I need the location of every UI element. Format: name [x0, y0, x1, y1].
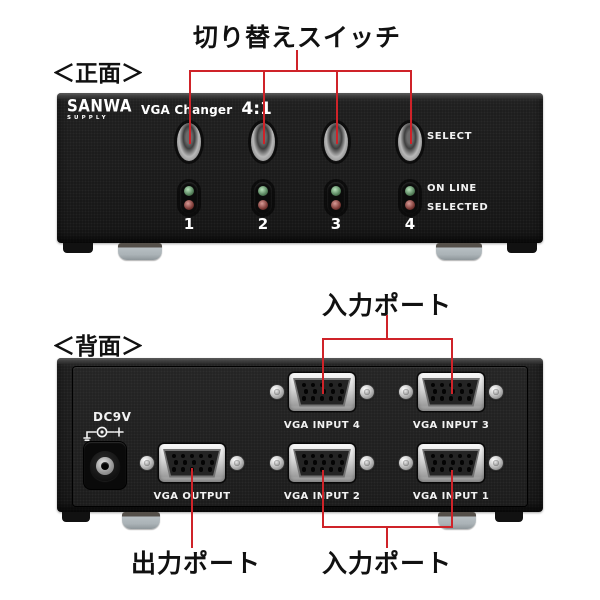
selected-led-4	[405, 200, 415, 210]
model-ratio: 4:1	[241, 99, 272, 119]
brand-subtitle: SUPPLY	[67, 115, 109, 121]
online-led-3	[331, 186, 341, 196]
channel-number-2: 2	[257, 215, 269, 233]
selected-led-2	[258, 200, 268, 210]
brand-name: SANWA	[67, 95, 132, 117]
front-device: SANWA SUPPLY VGA Changer 4:1 1 2	[57, 93, 543, 243]
callout-input-bottom-label: 入力ポート	[321, 549, 452, 578]
jack-screw-icon	[270, 385, 284, 399]
front-mount-tab-left	[63, 243, 93, 253]
annotation-line	[189, 70, 412, 72]
led-indicator-4	[401, 182, 419, 214]
selected-led-3	[331, 200, 341, 210]
online-label: ON LINE	[427, 183, 477, 194]
annotation-line	[322, 338, 324, 394]
jack-screw-icon	[140, 456, 154, 470]
annotation-line	[191, 468, 193, 548]
annotation-line	[410, 70, 412, 144]
rear-foot-right	[438, 512, 476, 529]
vga-port-input1	[399, 441, 503, 485]
channel-2: 2	[251, 123, 275, 233]
jack-screw-icon	[270, 456, 284, 470]
annotation-line	[322, 470, 324, 528]
online-led-4	[405, 186, 415, 196]
callout-switch-label: 切り替えスイッチ	[192, 23, 401, 52]
led-indicator-3	[327, 182, 345, 214]
dc-jack-barrel	[90, 451, 120, 481]
jack-screw-icon	[489, 456, 503, 470]
annotation-line	[322, 338, 453, 340]
vga-port-input2	[270, 441, 374, 485]
rear-mount-tab-left	[62, 512, 90, 522]
jack-screw-icon	[360, 385, 374, 399]
port-label-input3: VGA INPUT 3	[412, 420, 490, 431]
annotation-line	[386, 315, 388, 340]
brand-block: SANWA SUPPLY VGA Changer 4:1	[67, 95, 272, 122]
annotation-line	[451, 338, 453, 394]
online-led-2	[258, 186, 268, 196]
jack-screw-icon	[230, 456, 244, 470]
annotation-line	[296, 50, 298, 72]
annotation-line	[189, 70, 191, 144]
annotation-line	[451, 470, 453, 528]
front-mount-tab-right	[507, 243, 537, 253]
model-name: VGA Changer	[140, 103, 233, 117]
port-label-input2: VGA INPUT 2	[283, 491, 361, 502]
jack-screw-icon	[360, 456, 374, 470]
channel-number-4: 4	[404, 215, 416, 233]
select-label: SELECT	[427, 131, 472, 142]
channel-number-3: 3	[330, 215, 342, 233]
front-foot-left	[118, 243, 162, 260]
selected-label: SELECTED	[427, 202, 489, 213]
annotation-line	[336, 70, 338, 144]
annotation-line	[263, 70, 265, 144]
vga-port-input3	[399, 370, 503, 414]
dc-polarity-icon	[83, 422, 129, 446]
led-indicator-1	[180, 182, 198, 214]
dc-jack-ring	[96, 457, 114, 475]
port-label-input4: VGA INPUT 4	[283, 420, 361, 431]
sanwa-logo: SANWA SUPPLY	[67, 95, 132, 122]
jack-screw-icon	[399, 456, 413, 470]
dc-jack-pin-hole	[101, 462, 109, 470]
front-section-label: ＜正面＞	[52, 61, 144, 87]
callout-output-label: 出力ポート	[130, 549, 261, 578]
annotation-line	[386, 526, 388, 548]
port-label-input1: VGA INPUT 1	[412, 491, 490, 502]
jack-screw-icon	[399, 385, 413, 399]
channel-number-1: 1	[183, 215, 195, 233]
dc-power-label: DC9V	[93, 410, 132, 424]
front-foot-right	[436, 243, 482, 260]
rear-section-label: ＜背面＞	[52, 334, 144, 360]
led-indicator-2	[254, 182, 272, 214]
rear-mount-tab-right	[495, 512, 523, 522]
selected-led-1	[184, 200, 194, 210]
rear-foot-left	[122, 512, 160, 529]
vga-dsub-holes	[295, 450, 349, 476]
online-led-1	[184, 186, 194, 196]
jack-screw-icon	[489, 385, 503, 399]
dc-jack	[84, 442, 126, 489]
rear-device: DC9V	[57, 358, 543, 512]
